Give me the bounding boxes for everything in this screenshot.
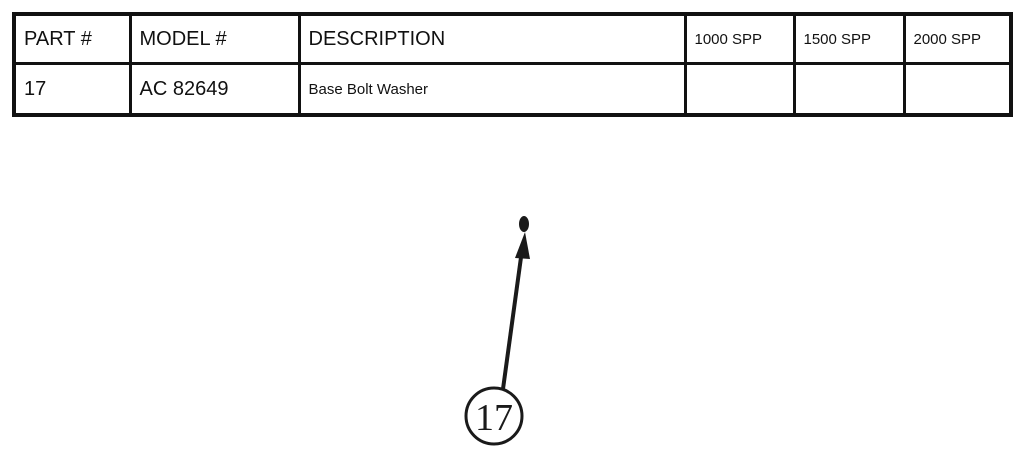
arrow-head-icon [515,232,530,259]
cell-1000-spp [683,62,796,117]
cell-part: 17 [12,62,132,117]
header-description: DESCRIPTION [297,12,687,65]
header-part: PART # [12,12,132,65]
washer-part [519,216,529,232]
header-1000-spp: 1000 SPP [683,12,796,65]
table-header-row: PART # MODEL # DESCRIPTION 1000 SPP 1500… [12,12,1013,65]
cell-1500-spp [792,62,906,117]
header-model: MODEL # [128,12,301,65]
table-row: 17 AC 82649 Base Bolt Washer [12,62,1013,117]
cell-model: AC 82649 [128,62,301,117]
callout-label: 17 [475,397,513,439]
parts-table: PART # MODEL # DESCRIPTION 1000 SPP 1500… [12,12,1013,117]
cell-2000-spp [902,62,1013,117]
header-1500-spp: 1500 SPP [792,12,906,65]
callout-circle [464,386,524,446]
leader-line [501,249,524,390]
cell-description: Base Bolt Washer [297,62,687,117]
header-2000-spp: 2000 SPP [902,12,1013,65]
